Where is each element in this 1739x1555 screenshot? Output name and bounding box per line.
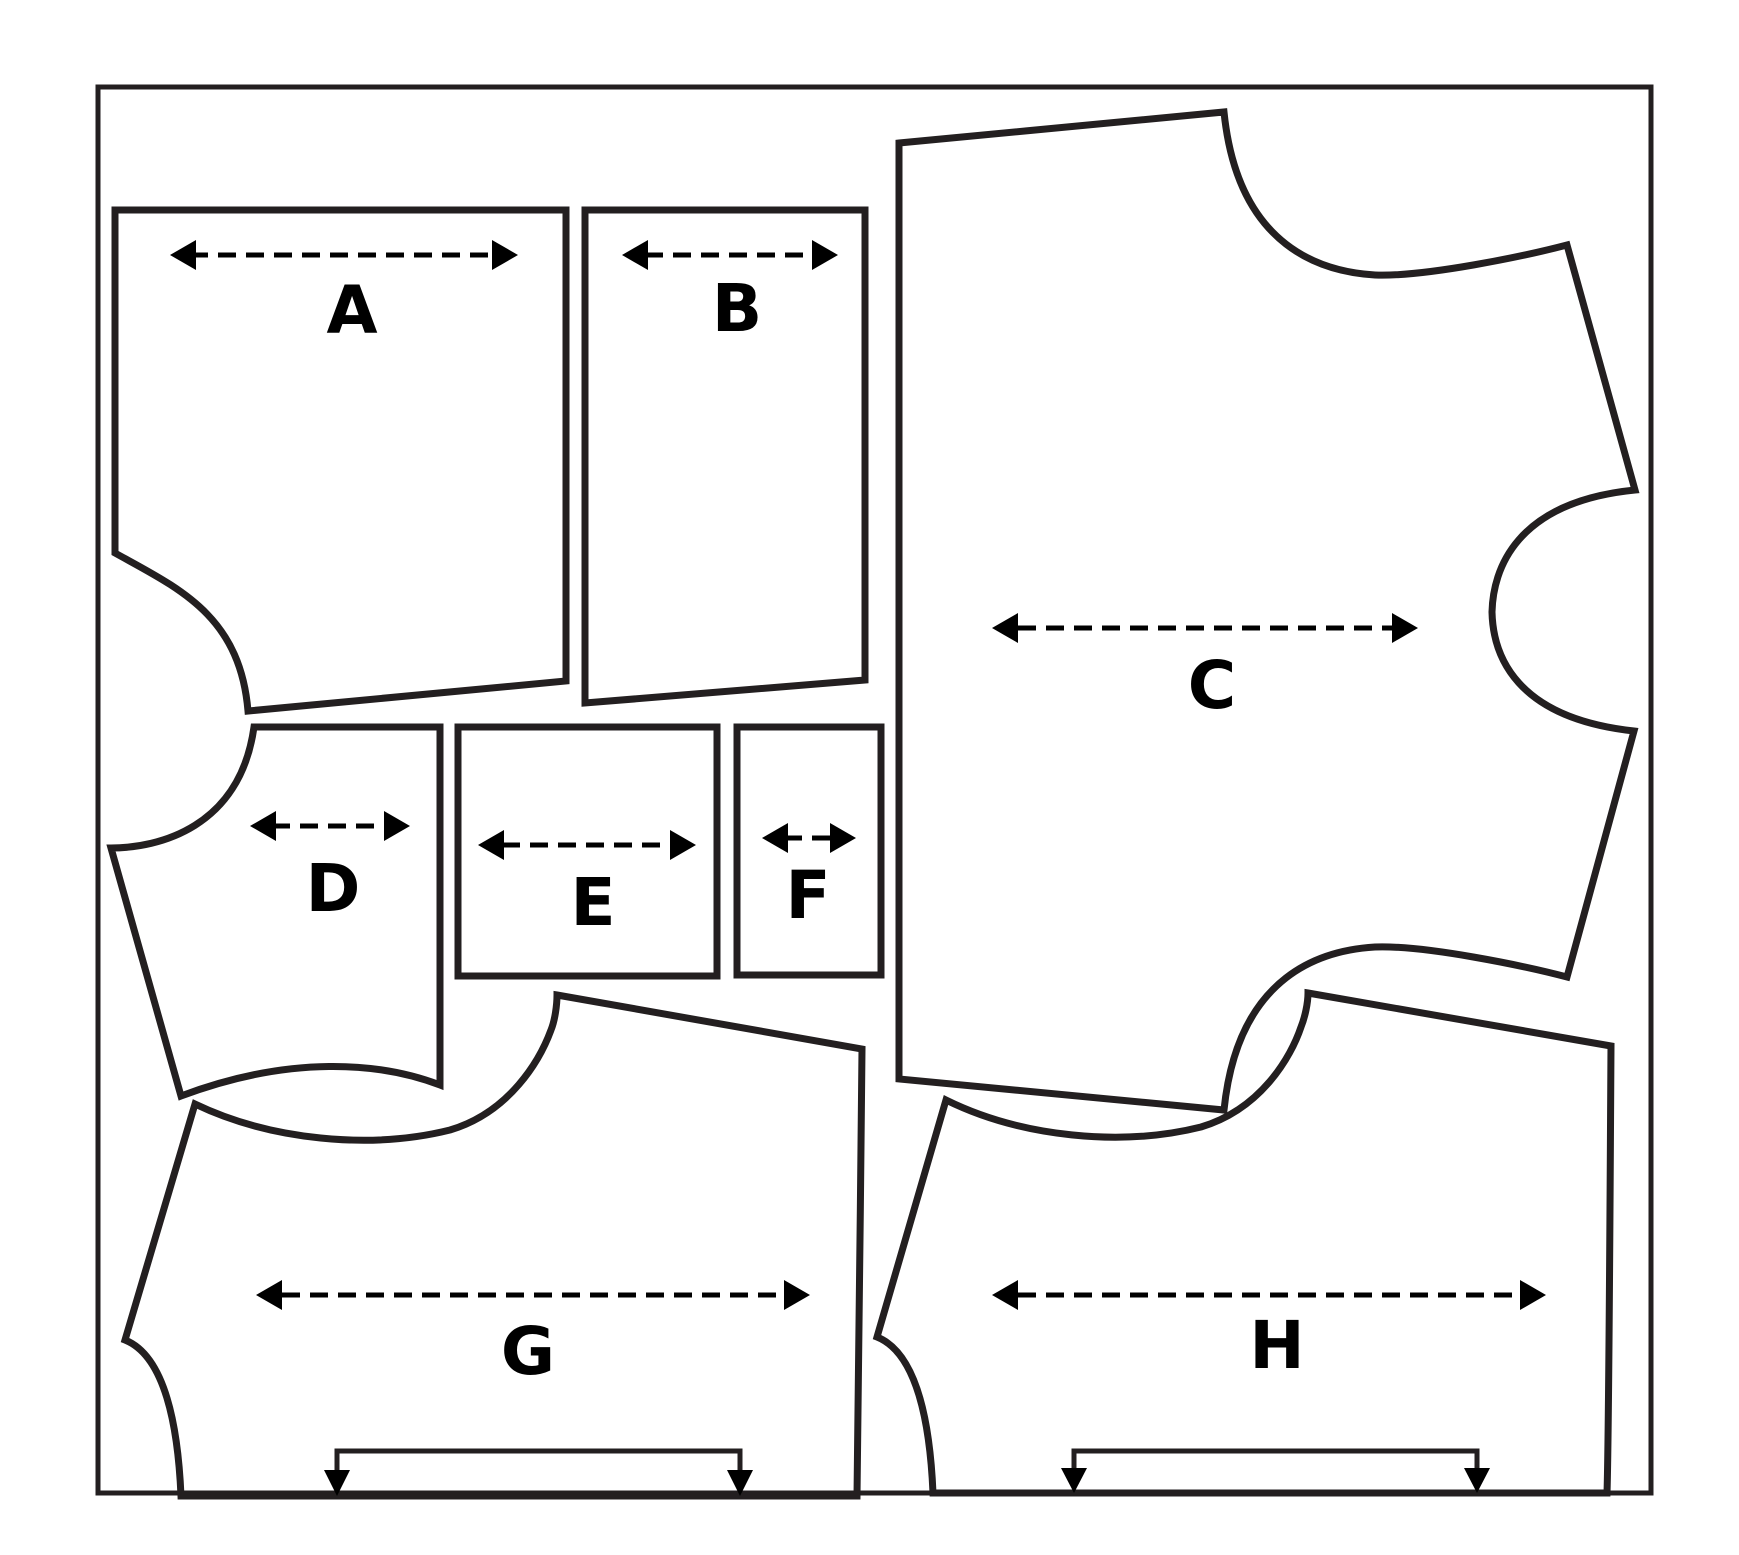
piece-g-fold-bracket <box>334 1448 743 1470</box>
piece-f-arrow-right <box>830 823 856 853</box>
piece-f-arrow-left <box>762 823 788 853</box>
piece-b-arrow-left <box>622 240 648 270</box>
piece-h-arrow-left <box>992 1280 1018 1310</box>
piece-b-outline <box>581 206 869 707</box>
piece-g-fold-arrow-left <box>324 1470 350 1496</box>
piece-c-arrow-left <box>992 613 1018 643</box>
piece-e-label: E <box>570 864 615 941</box>
piece-h-outline <box>872 988 1615 1497</box>
piece-g-label: G <box>501 1313 555 1390</box>
piece-b-arrow-right <box>812 240 838 270</box>
piece-d-outline <box>106 723 444 1101</box>
piece-g-fold-arrow-right <box>727 1470 753 1496</box>
piece-d-arrow-right <box>384 811 410 841</box>
piece-c-outline <box>895 108 1640 1114</box>
fabric-frame <box>95 84 1654 1496</box>
piece-h-label: H <box>1249 1307 1304 1384</box>
piece-a: A <box>111 206 570 715</box>
piece-d: D <box>106 723 444 1101</box>
piece-a-arrow-left <box>170 240 196 270</box>
piece-f-label: F <box>785 857 830 934</box>
piece-e-arrow-right <box>670 830 696 860</box>
piece-b: B <box>581 206 869 707</box>
piece-a-label: A <box>326 272 377 349</box>
piece-d-label: D <box>306 850 361 927</box>
piece-h-fold-arrow-left <box>1061 1468 1087 1493</box>
piece-e-outline <box>454 723 721 980</box>
piece-c-label: C <box>1188 647 1236 724</box>
piece-c-arrow-right <box>1392 613 1418 643</box>
piece-b-label: B <box>712 270 762 347</box>
piece-a-arrow-right <box>492 240 518 270</box>
piece-e-arrow-left <box>478 830 504 860</box>
piece-h: H <box>872 988 1615 1497</box>
piece-g-arrow-left <box>256 1280 282 1310</box>
piece-f: F <box>733 723 885 979</box>
piece-h-arrow-right <box>1520 1280 1546 1310</box>
piece-f-outline <box>733 723 885 979</box>
piece-h-fold-arrow-right <box>1464 1468 1490 1493</box>
piece-e: E <box>454 723 721 980</box>
piece-g: G <box>120 990 866 1500</box>
piece-h-fold-bracket <box>1071 1448 1480 1470</box>
piece-c: C <box>895 108 1640 1114</box>
piece-g-outline <box>120 990 866 1500</box>
piece-a-outline <box>111 206 570 715</box>
piece-d-arrow-left <box>250 811 276 841</box>
piece-g-arrow-right <box>784 1280 810 1310</box>
